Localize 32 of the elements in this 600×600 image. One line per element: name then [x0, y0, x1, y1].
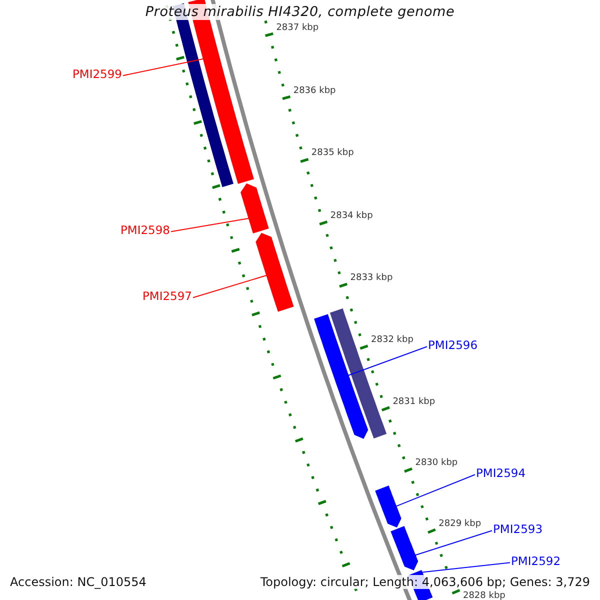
gene-feature	[375, 486, 402, 528]
leader-line	[396, 474, 476, 507]
gene-label: PMI2596	[428, 339, 478, 353]
scale-label: 2834 kbp	[330, 210, 373, 222]
scale-label: 2833 kbp	[350, 273, 393, 284]
leader-line	[422, 562, 510, 573]
genome-stats: Topology: circular; Length: 4,063,606 bp; Genes: 3,729	[260, 575, 590, 590]
scale-label: 2836 kbp	[293, 86, 336, 96]
scale-label: 2828 kbp	[462, 591, 506, 600]
gene-label: PMI2592	[511, 555, 561, 569]
scale-label: 2835 kbp	[311, 148, 354, 160]
gene-feature	[256, 232, 294, 312]
gene-feature	[240, 183, 269, 234]
scale-label: 2837 kbp	[276, 22, 319, 34]
diagram-title: Proteus mirabilis HI4320, complete genome	[143, 4, 457, 20]
scale-label: 2831 kbp	[392, 396, 436, 408]
gene-label: PMI2593	[493, 523, 543, 537]
gene-feature	[314, 314, 368, 439]
scale-label: 2829 kbp	[438, 519, 482, 530]
gene-label: PMI2598	[120, 224, 170, 238]
gene-label: PMI2594	[476, 467, 526, 481]
leader-line	[192, 274, 267, 298]
leader-line	[170, 218, 250, 232]
scale-label: 2832 kbp	[371, 335, 414, 346]
gene-label: PMI2597	[142, 290, 192, 304]
gene-feature	[390, 526, 418, 570]
leader-line	[122, 58, 204, 76]
leader-line	[414, 530, 492, 556]
leader-line	[348, 346, 428, 376]
scale-label: 2830 kbp	[415, 458, 458, 469]
gene-label: PMI2599	[72, 68, 122, 82]
accession-note: Accession: NC_010554	[10, 575, 146, 590]
